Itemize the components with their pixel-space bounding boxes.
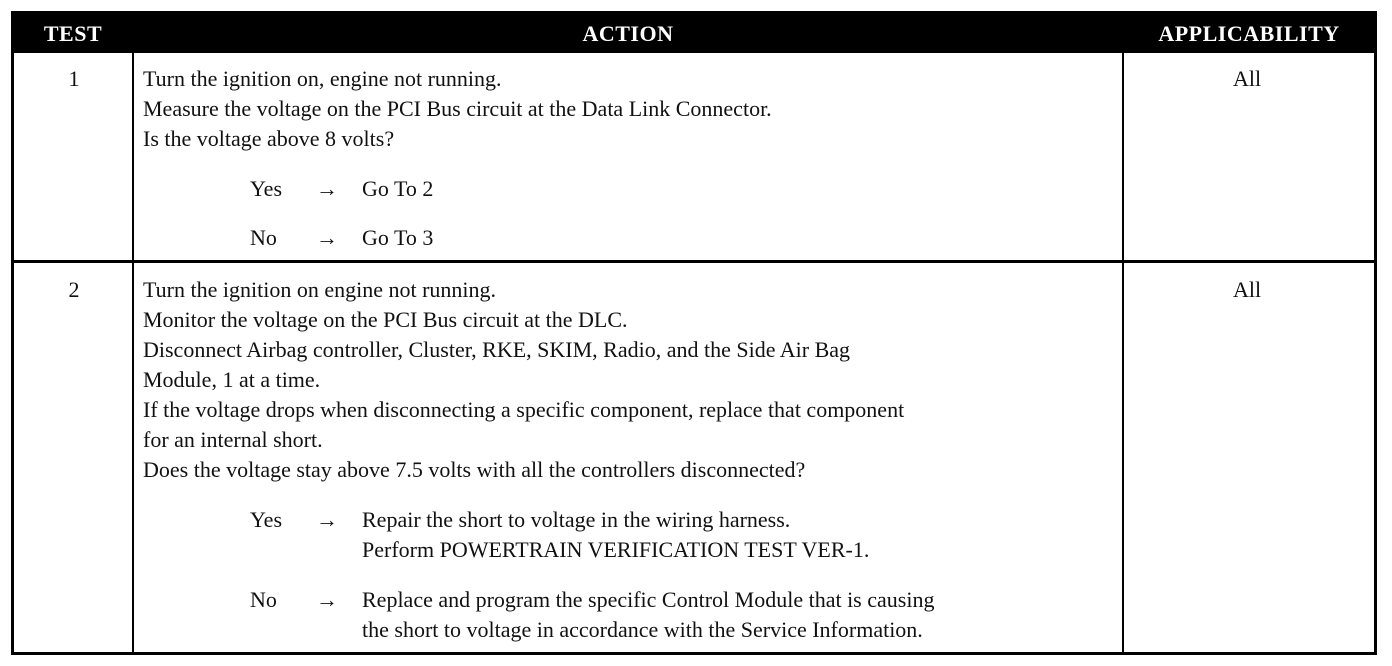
applicability-value: All bbox=[1232, 66, 1262, 91]
answer-label: Yes bbox=[250, 507, 283, 532]
answer-text: Replace and program the specific Control… bbox=[362, 587, 935, 612]
action-line: for an internal short. bbox=[143, 427, 323, 452]
test-number: 2 bbox=[68, 277, 80, 302]
action-line: If the voltage drops when disconnecting … bbox=[143, 397, 905, 422]
arrow-icon: → bbox=[316, 225, 338, 250]
row-divider bbox=[14, 260, 1374, 263]
action-line: Is the voltage above 8 volts? bbox=[143, 126, 395, 151]
answer-label: Yes bbox=[250, 176, 283, 201]
answer-label: No bbox=[250, 225, 277, 250]
action-line: Disconnect Airbag controller, Cluster, R… bbox=[143, 337, 851, 362]
action-line: Measure the voltage on the PCI Bus circu… bbox=[143, 96, 772, 121]
table-header: TEST ACTION APPLICABILITY bbox=[14, 14, 1374, 53]
answer-text: Go To 2 bbox=[362, 176, 434, 201]
arrow-icon: → bbox=[316, 176, 338, 201]
answer-text: Repair the short to voltage in the wirin… bbox=[362, 507, 791, 532]
action-line: Turn the ignition on engine not running. bbox=[143, 277, 497, 302]
action-line: Monitor the voltage on the PCI Bus circu… bbox=[143, 307, 628, 332]
answer-text: Perform POWERTRAIN VERIFICATION TEST VER… bbox=[362, 537, 870, 562]
arrow-icon: → bbox=[316, 587, 338, 612]
header-applicability: APPLICABILITY bbox=[1158, 21, 1340, 46]
column-divider bbox=[132, 14, 134, 652]
answer-label: No bbox=[250, 587, 277, 612]
arrow-icon: → bbox=[316, 507, 338, 532]
test-number: 1 bbox=[68, 66, 80, 91]
action-line: Module, 1 at a time. bbox=[143, 367, 321, 392]
header-test: TEST bbox=[43, 21, 103, 46]
diagnostic-table: TEST ACTION APPLICABILITY 1 All Turn the… bbox=[11, 11, 1377, 655]
answer-text: the short to voltage in accordance with … bbox=[362, 617, 923, 642]
column-divider bbox=[1122, 14, 1124, 652]
answer-text: Go To 3 bbox=[362, 225, 434, 250]
action-line: Turn the ignition on, engine not running… bbox=[143, 66, 502, 91]
action-line: Does the voltage stay above 7.5 volts wi… bbox=[143, 457, 806, 482]
applicability-value: All bbox=[1232, 277, 1262, 302]
header-action: ACTION bbox=[582, 21, 674, 46]
